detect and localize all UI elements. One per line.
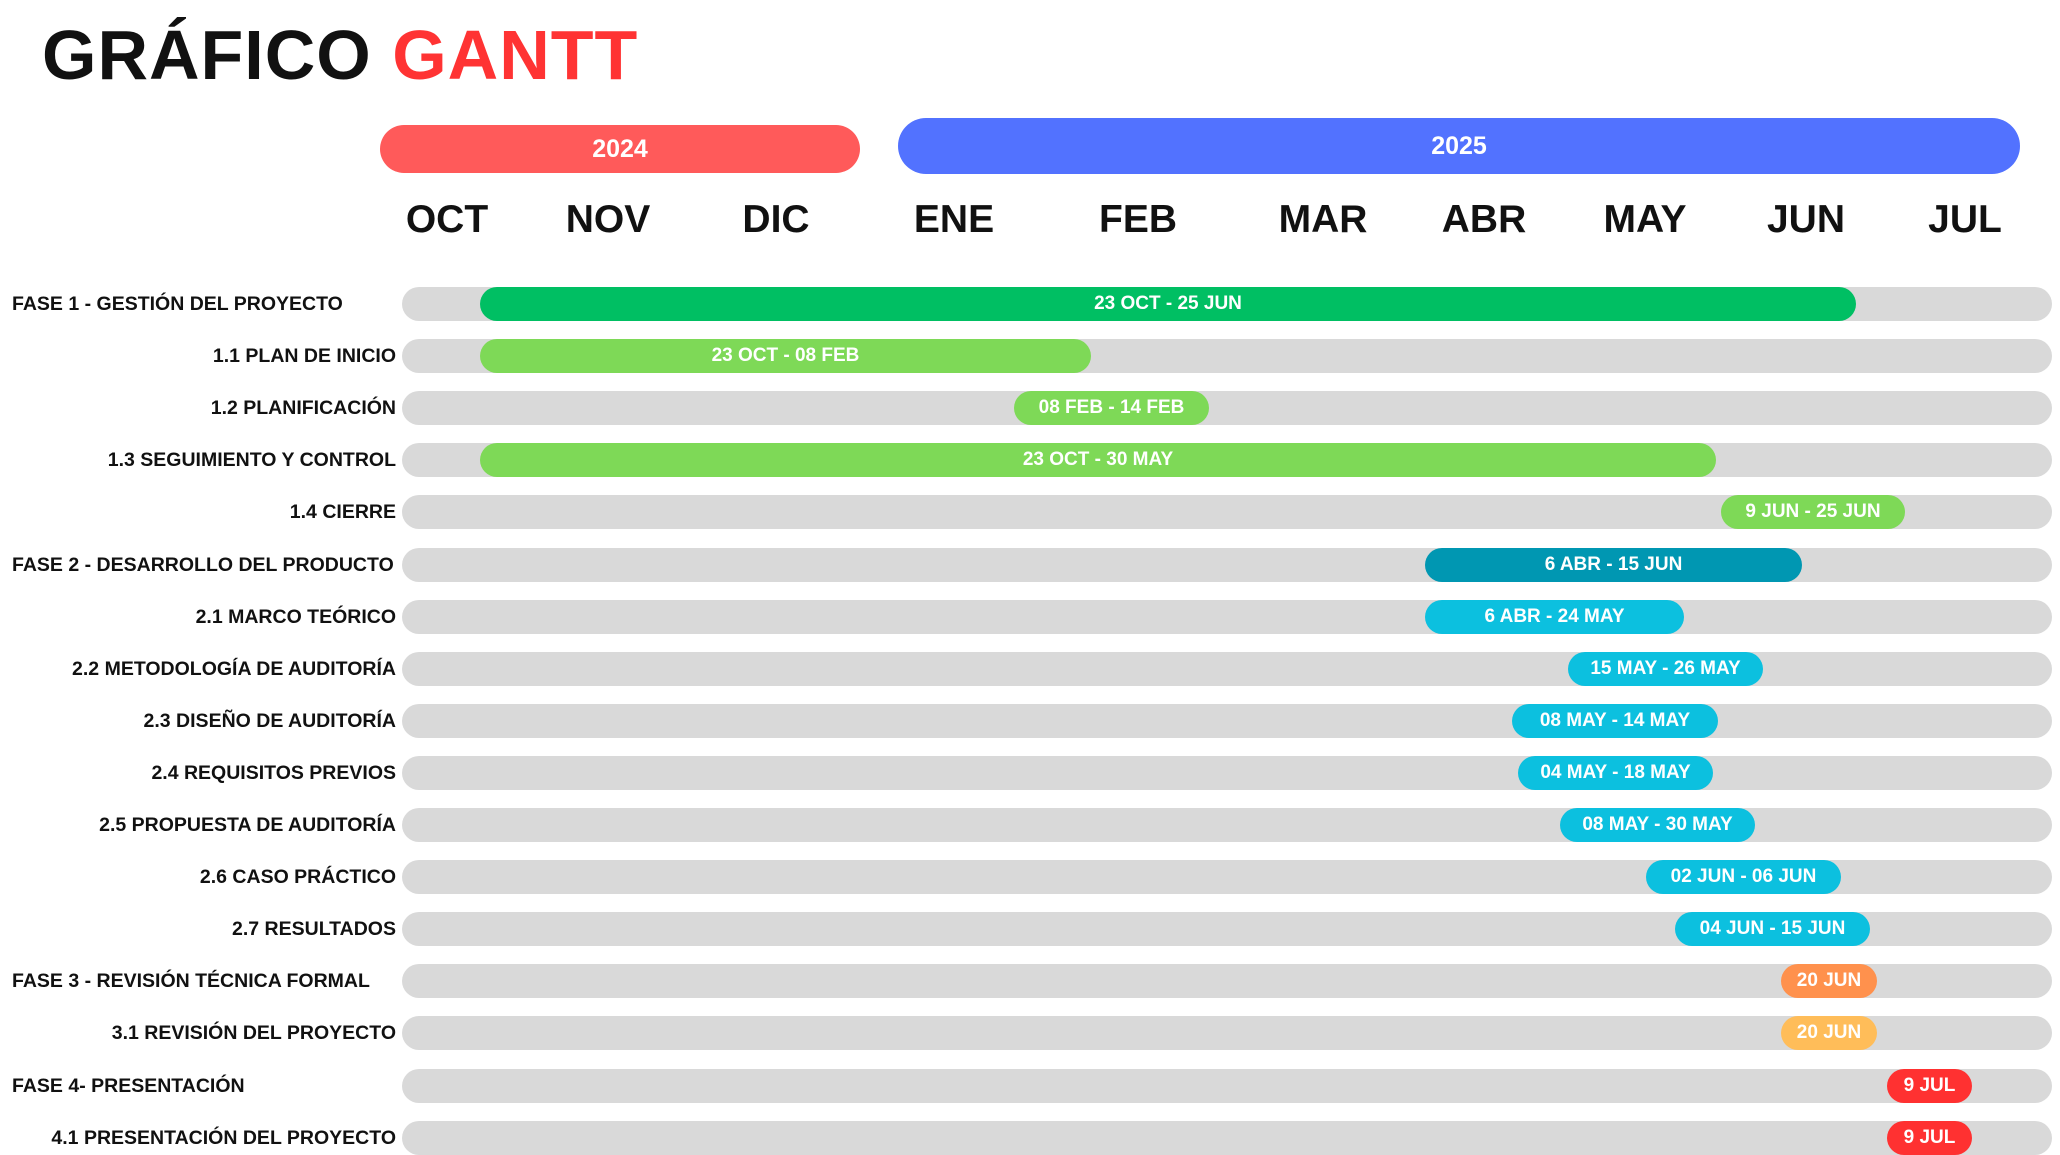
timeline-track xyxy=(402,548,2052,582)
timeline-track xyxy=(402,600,2052,634)
month-label-nov: NOV xyxy=(565,198,651,241)
timeline-track xyxy=(402,1016,2052,1050)
year-pill-2024: 2024 xyxy=(380,125,860,173)
task-label: 2.5 PROPUESTA DE AUDITORÍA xyxy=(99,814,396,836)
month-label-ene: ENE xyxy=(913,198,995,241)
gantt-bar: 9 JUN - 25 JUN xyxy=(1721,495,1905,529)
gantt-bar: 9 JUL xyxy=(1887,1069,1972,1103)
task-label: 4.1 PRESENTACIÓN DEL PROYECTO xyxy=(51,1127,396,1149)
month-label-abr: ABR xyxy=(1441,198,1527,241)
task-label: 1.1 PLAN DE INICIO xyxy=(212,345,396,367)
timeline-track xyxy=(402,391,2052,425)
gantt-bar: 08 MAY - 14 MAY xyxy=(1512,704,1718,738)
phase-label: FASE 2 - DESARROLLO DEL PRODUCTO xyxy=(12,554,394,576)
timeline-track xyxy=(402,808,2052,842)
gantt-bar: 23 OCT - 30 MAY xyxy=(480,443,1716,477)
timeline-track xyxy=(402,1121,2052,1155)
month-label-jul: JUL xyxy=(1928,198,2002,241)
task-label: 1.3 SEGUIMIENTO Y CONTROL xyxy=(107,449,396,471)
phase-label: FASE 4- PRESENTACIÓN xyxy=(12,1075,245,1097)
gantt-bar: 08 MAY - 30 MAY xyxy=(1560,808,1755,842)
gantt-bar: 6 ABR - 15 JUN xyxy=(1425,548,1802,582)
gantt-bar: 20 JUN xyxy=(1781,1016,1877,1050)
task-label: 3.1 REVISIÓN DEL PROYECTO xyxy=(111,1022,396,1044)
year-pill-2025: 2025 xyxy=(898,118,2020,174)
title-part-2: GANTT xyxy=(392,16,639,94)
month-label-jun: JUN xyxy=(1766,198,1846,241)
gantt-bar: 9 JUL xyxy=(1887,1121,1972,1155)
task-label: 1.2 PLANIFICACIÓN xyxy=(210,397,396,419)
timeline-track xyxy=(402,756,2052,790)
gantt-bar: 08 FEB - 14 FEB xyxy=(1014,391,1209,425)
gantt-bar: 20 JUN xyxy=(1781,964,1877,998)
gantt-bar: 6 ABR - 24 MAY xyxy=(1425,600,1684,634)
timeline-track xyxy=(402,652,2052,686)
month-label-dic: DIC xyxy=(742,198,810,241)
timeline-track xyxy=(402,704,2052,738)
month-label-may: MAY xyxy=(1603,198,1687,241)
task-label: 2.1 MARCO TEÓRICO xyxy=(195,606,396,628)
month-label-feb: FEB xyxy=(1099,198,1177,241)
gantt-bar: 04 MAY - 18 MAY xyxy=(1518,756,1713,790)
task-label: 2.3 DISEÑO DE AUDITORÍA xyxy=(143,710,396,732)
task-label: 2.2 METODOLOGÍA DE AUDITORÍA xyxy=(72,658,396,680)
phase-label: FASE 3 - REVISIÓN TÉCNICA FORMAL xyxy=(12,970,370,992)
timeline-track xyxy=(402,964,2052,998)
month-label-mar: MAR xyxy=(1278,198,1368,241)
phase-label: FASE 1 - GESTIÓN DEL PROYECTO xyxy=(12,293,343,315)
task-label: 2.4 REQUISITOS PREVIOS xyxy=(151,762,396,784)
title-part-1: GRÁFICO xyxy=(42,16,372,94)
gantt-bar: 15 MAY - 26 MAY xyxy=(1568,652,1763,686)
gantt-bar: 04 JUN - 15 JUN xyxy=(1675,912,1870,946)
timeline-track xyxy=(402,1069,2052,1103)
gantt-bar: 23 OCT - 08 FEB xyxy=(480,339,1091,373)
task-label: 2.7 RESULTADOS xyxy=(232,918,396,940)
task-label: 2.6 CASO PRÁCTICO xyxy=(199,866,396,888)
chart-title: GRÁFICO GANTT xyxy=(42,10,638,100)
gantt-bar: 23 OCT - 25 JUN xyxy=(480,287,1856,321)
gantt-bar: 02 JUN - 06 JUN xyxy=(1646,860,1841,894)
task-label: 1.4 CIERRE xyxy=(289,501,396,523)
month-label-oct: OCT xyxy=(405,198,489,241)
